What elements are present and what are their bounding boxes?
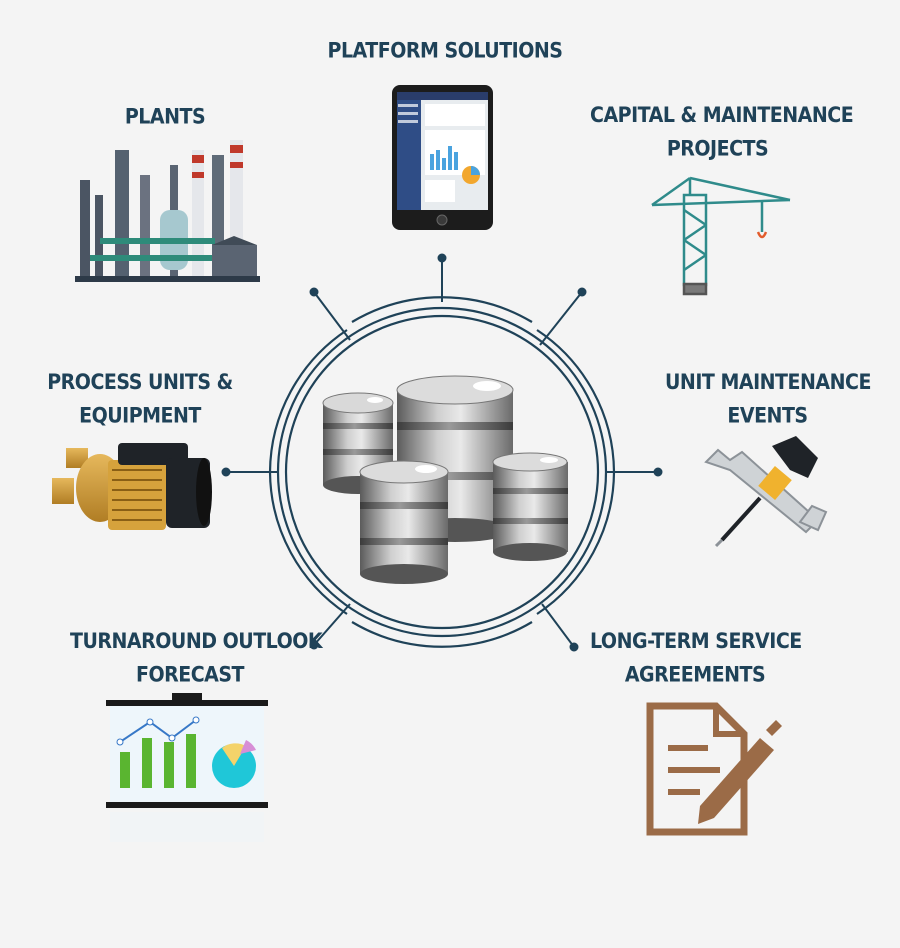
platform-solutions-label: PLATFORM SOLUTIONS: [300, 34, 590, 68]
capital-maintenance-title-line1: CAPITAL & MAINTENANCE: [590, 102, 854, 128]
turnaround-title-line1: TURNAROUND OUTLOOK: [70, 628, 323, 654]
tablet-dashboard-icon: [392, 85, 493, 230]
capital-maintenance-label: CAPITAL & MAINTENANCE PROJECTS: [590, 98, 854, 165]
process-units-label: PROCESS UNITS & EQUIPMENT: [40, 365, 240, 432]
process-units-title-line2: EQUIPMENT: [79, 403, 201, 429]
capital-maintenance-title-line2: PROJECTS: [666, 136, 769, 162]
connectors: [221, 253, 663, 652]
plants-label: PLANTS: [100, 100, 230, 134]
database-barrels-icon: [322, 375, 568, 584]
unit-maintenance-label: UNIT MAINTENANCE EVENTS: [665, 365, 871, 432]
plants-title: PLANTS: [124, 104, 206, 130]
long-term-service-label: LONG-TERM SERVICE AGREEMENTS: [590, 624, 802, 691]
presentation-chart-icon: [106, 693, 268, 842]
long-term-service-title-line2: AGREEMENTS: [624, 662, 766, 688]
refinery-plant-icon: [75, 140, 260, 282]
platform-solutions-title: PLATFORM SOLUTIONS: [327, 38, 563, 64]
long-term-service-title-line1: LONG-TERM SERVICE: [590, 628, 802, 654]
turnaround-label: TURNAROUND OUTLOOK FORECAST: [70, 624, 323, 691]
wrench-screwdriver-icon: [704, 436, 828, 548]
document-pen-icon: [646, 702, 782, 836]
process-units-title-line1: PROCESS UNITS &: [47, 369, 233, 395]
turnaround-title-line2: FORECAST: [135, 662, 245, 688]
tower-crane-icon: [651, 176, 791, 296]
unit-maintenance-title-line1: UNIT MAINTENANCE: [665, 369, 871, 395]
unit-maintenance-title-line2: EVENTS: [727, 403, 808, 429]
pump-motor-icon: [52, 443, 212, 530]
